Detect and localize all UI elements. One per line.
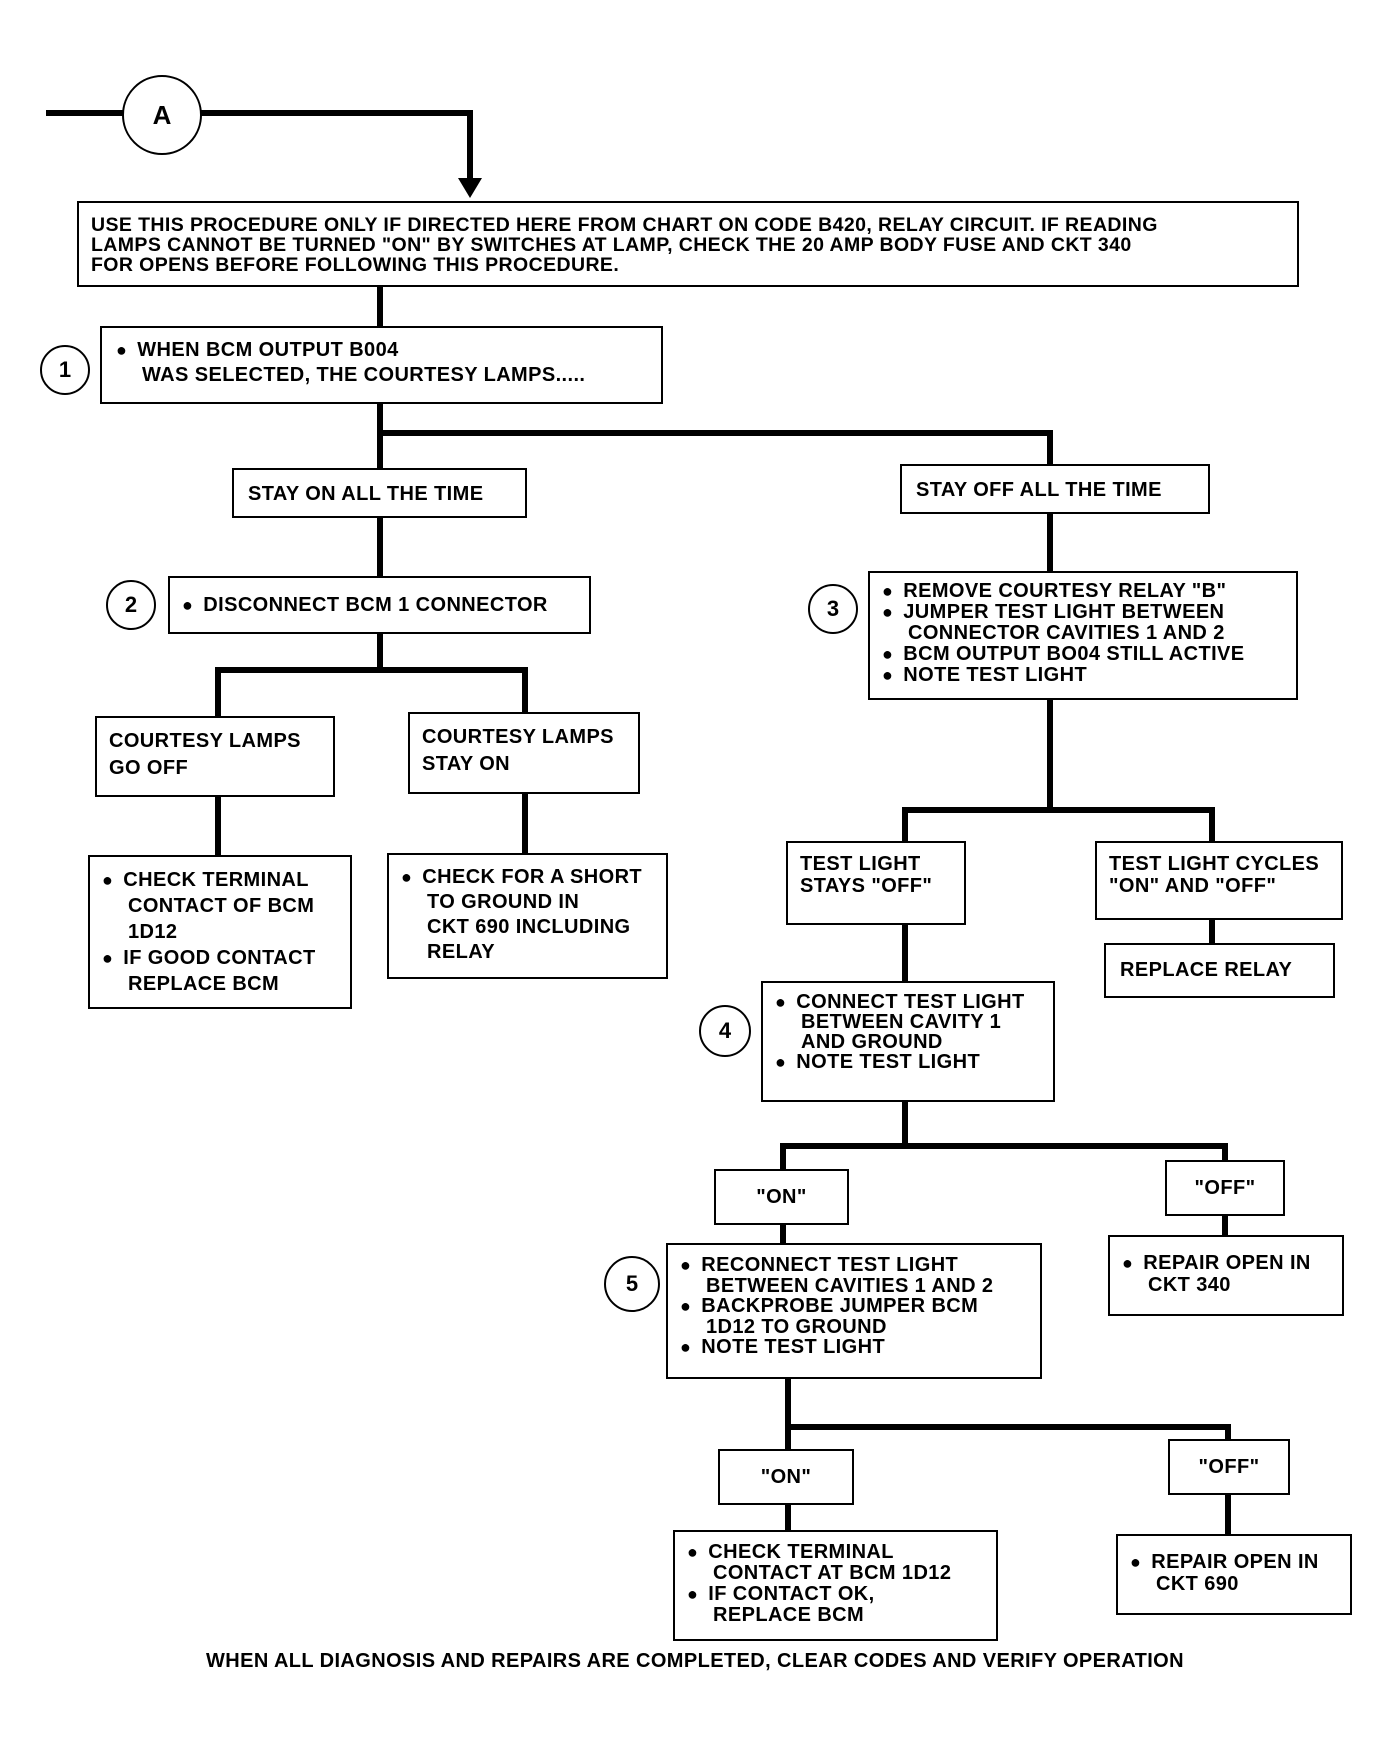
step-2-marker: 2 (106, 580, 156, 630)
result-label: STAY ON (422, 753, 511, 775)
step-5-box: RECONNECT TEST LIGHT BETWEEN CAVITIES 1 … (666, 1243, 1042, 1379)
result-label: STAY ON ALL THE TIME (248, 483, 484, 505)
action-line: REPAIR OPEN IN (1122, 1252, 1330, 1274)
intro-box: USE THIS PROCEDURE ONLY IF DIRECTED HERE… (77, 201, 1299, 287)
action-line: 1D12 (128, 921, 178, 943)
result-lamps-go-off: COURTESY LAMPS GO OFF (95, 716, 335, 797)
action-line: REPLACE BCM (713, 1604, 865, 1626)
step-1-line: WAS SELECTED, THE COURTESY LAMPS..... (142, 364, 586, 386)
step-3-line: JUMPER TEST LIGHT BETWEEN (882, 602, 1284, 623)
intro-line: FOR OPENS BEFORE FOLLOWING THIS PROCEDUR… (91, 254, 620, 276)
action-line: REPLACE BCM (128, 973, 280, 995)
result-label: "ON" AND "OFF" (1109, 875, 1277, 897)
step-3-line: CONNECTOR CAVITIES 1 AND 2 (908, 622, 1225, 644)
step-5-line: RECONNECT TEST LIGHT (680, 1255, 1028, 1276)
step-3-line: REMOVE COURTESY RELAY "B" (882, 581, 1284, 602)
step-4-marker: 4 (699, 1005, 751, 1057)
action-line: IF GOOD CONTACT (102, 945, 338, 971)
result-label: STAYS "OFF" (800, 875, 933, 897)
step-1-line: WHEN BCM OUTPUT B004 (116, 338, 647, 363)
result-lamps-stay-on: COURTESY LAMPS STAY ON (408, 712, 640, 794)
step-4-line: CONNECT TEST LIGHT (775, 992, 1041, 1012)
action-repair-open-690: REPAIR OPEN IN CKT 690 (1116, 1534, 1352, 1615)
step-1-marker: 1 (40, 345, 90, 395)
step-4-line: NOTE TEST LIGHT (775, 1052, 1041, 1072)
step-5-line: BETWEEN CAVITIES 1 AND 2 (706, 1274, 994, 1297)
result-label: COURTESY LAMPS (422, 726, 614, 748)
result-label: STAY OFF ALL THE TIME (916, 479, 1162, 501)
action-line: CKT 340 (1148, 1274, 1231, 1296)
action-check-terminal-1: CHECK TERMINAL CONTACT OF BCM 1D12 IF GO… (88, 855, 352, 1009)
action-replace-relay: REPLACE RELAY (1104, 943, 1335, 998)
result-label: TEST LIGHT (800, 853, 921, 875)
result-label: "OFF" (1194, 1177, 1256, 1199)
intro-line: USE THIS PROCEDURE ONLY IF DIRECTED HERE… (91, 214, 1158, 236)
result-test-light-stays-off: TEST LIGHT STAYS "OFF" (786, 841, 966, 925)
start-marker: A (122, 75, 202, 155)
step-3-line: BCM OUTPUT BO04 STILL ACTIVE (882, 644, 1284, 665)
step-2-box: DISCONNECT BCM 1 CONNECTOR (168, 576, 591, 634)
step-4-line: AND GROUND (801, 1031, 943, 1053)
result-step-4-on: "ON" (714, 1169, 849, 1225)
step-3-box: REMOVE COURTESY RELAY "B" JUMPER TEST LI… (868, 571, 1298, 700)
action-check-short: CHECK FOR A SHORT TO GROUND IN CKT 690 I… (387, 853, 668, 979)
result-stay-on: STAY ON ALL THE TIME (232, 468, 527, 518)
action-line: REPLACE RELAY (1120, 959, 1293, 981)
action-line: CONTACT AT BCM 1D12 (713, 1562, 952, 1584)
result-label: TEST LIGHT CYCLES (1109, 853, 1320, 875)
step-3-marker: 3 (808, 584, 858, 634)
result-step-5-off: "OFF" (1168, 1439, 1290, 1495)
action-line: CKT 690 INCLUDING (427, 916, 631, 938)
action-line: CHECK TERMINAL (687, 1542, 984, 1563)
step-5-line: BACKPROBE JUMPER BCM (680, 1296, 1028, 1317)
result-label: COURTESY LAMPS (109, 730, 301, 752)
result-step-4-off: "OFF" (1165, 1160, 1285, 1216)
result-test-light-cycles: TEST LIGHT CYCLES "ON" AND "OFF" (1095, 841, 1343, 920)
footer-note: WHEN ALL DIAGNOSIS AND REPAIRS ARE COMPL… (206, 1650, 1184, 1672)
step-5-line: 1D12 TO GROUND (706, 1315, 887, 1338)
action-line: REPAIR OPEN IN (1130, 1551, 1338, 1573)
step-1-box: WHEN BCM OUTPUT B004 WAS SELECTED, THE C… (100, 326, 663, 404)
action-line: RELAY (427, 941, 495, 963)
step-5-line: NOTE TEST LIGHT (680, 1337, 1028, 1358)
action-line: IF CONTACT OK, (687, 1584, 984, 1605)
result-label: GO OFF (109, 757, 189, 779)
result-step-5-on: "ON" (718, 1449, 854, 1505)
step-4-line: BETWEEN CAVITY 1 (801, 1011, 1002, 1033)
result-label: "OFF" (1198, 1456, 1260, 1478)
action-line: TO GROUND IN (427, 891, 580, 913)
action-repair-open-340: REPAIR OPEN IN CKT 340 (1108, 1235, 1344, 1316)
step-5-marker: 5 (604, 1256, 660, 1312)
intro-line: LAMPS CANNOT BE TURNED "ON" BY SWITCHES … (91, 234, 1132, 256)
action-line: CKT 690 (1156, 1573, 1239, 1595)
step-2-line: DISCONNECT BCM 1 CONNECTOR (182, 593, 577, 617)
step-4-box: CONNECT TEST LIGHT BETWEEN CAVITY 1 AND … (761, 981, 1055, 1102)
action-line: CHECK FOR A SHORT (401, 865, 654, 890)
action-line: CONTACT OF BCM (128, 895, 315, 917)
result-label: "ON" (760, 1466, 812, 1488)
result-label: "ON" (756, 1186, 807, 1208)
action-check-terminal-2: CHECK TERMINAL CONTACT AT BCM 1D12 IF CO… (673, 1530, 998, 1641)
step-3-line: NOTE TEST LIGHT (882, 665, 1284, 686)
action-line: CHECK TERMINAL (102, 867, 338, 893)
result-stay-off: STAY OFF ALL THE TIME (900, 464, 1210, 514)
